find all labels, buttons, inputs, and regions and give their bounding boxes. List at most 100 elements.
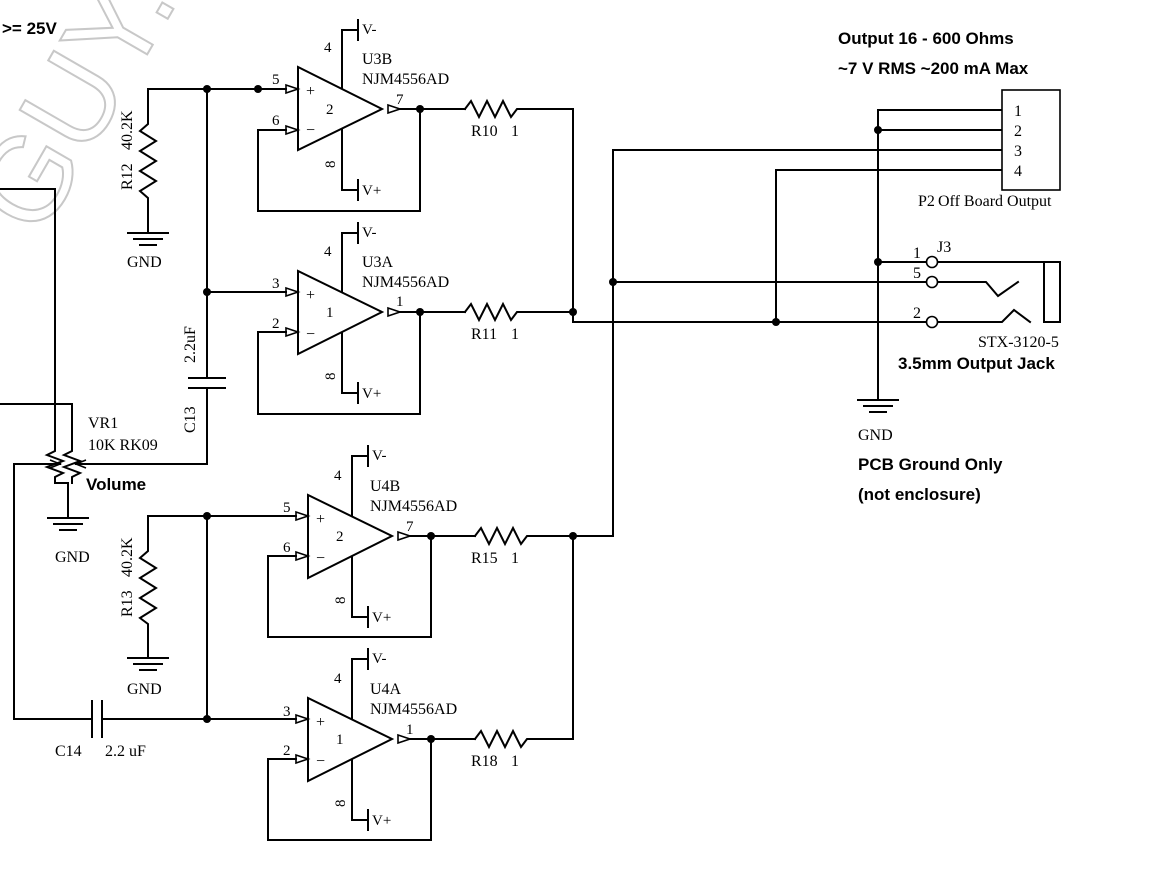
resistor-ref: R11 xyxy=(471,326,497,343)
connector-pin: 4 xyxy=(1014,163,1022,180)
capacitor-value: 2.2uF xyxy=(182,326,199,363)
opamp-u4b: + − 2 V- V+ 4 8 U4B NJM4556AD 5 6 7 xyxy=(283,445,457,628)
vminus-label: V- xyxy=(362,225,376,241)
jack-title: 3.5mm Output Jack xyxy=(898,354,1055,373)
gnd-r12: GND xyxy=(127,232,169,271)
vplus-label: V+ xyxy=(362,386,381,402)
gnd-label: GND xyxy=(127,681,162,698)
minus-sign: − xyxy=(306,122,315,139)
connector-p2: 1 2 3 4 P2 Off Board Output xyxy=(918,89,1061,210)
pin-plus: 5 xyxy=(272,72,280,88)
connector-pin: 1 xyxy=(1014,103,1022,120)
resistor-r11: R11 1 xyxy=(463,301,522,343)
pin-minus: 6 xyxy=(283,540,291,556)
jack-pin: 5 xyxy=(913,265,921,282)
capacitor-ref: C14 xyxy=(55,743,82,760)
opamp-u4a: + − 1 V- V+ 4 8 U4A NJM4556AD 3 2 1 xyxy=(283,648,457,831)
output-title-line1: Output 16 - 600 Ohms xyxy=(838,29,1014,48)
vplus-label: V+ xyxy=(362,183,381,199)
opamp-triangle xyxy=(307,696,395,783)
gnd-output: GND xyxy=(857,399,899,444)
opamp-triangle xyxy=(307,493,395,580)
resistor-ref: R12 xyxy=(119,163,136,190)
plus-sign: + xyxy=(306,287,315,304)
minus-sign: − xyxy=(306,326,315,343)
resistor-ref: R18 xyxy=(471,753,498,770)
unit-number: 1 xyxy=(326,305,334,321)
plus-sign: + xyxy=(316,714,325,731)
pin-arrow xyxy=(285,286,301,298)
resistor-r12: R12 40.2K xyxy=(119,110,158,206)
jack-ref: J3 xyxy=(937,239,951,256)
pin-arrow xyxy=(285,83,301,95)
resistor-value: 1 xyxy=(511,550,519,567)
connector-pin: 2 xyxy=(1014,123,1022,140)
pin-vm: 4 xyxy=(324,244,332,260)
plus-sign: + xyxy=(316,511,325,528)
pot-value: 10K RK09 xyxy=(88,437,158,454)
pin-arrow xyxy=(285,326,301,338)
pin-out: 7 xyxy=(406,519,414,535)
gnd-vr1: GND xyxy=(47,517,90,566)
vplus-label: V+ xyxy=(372,610,391,626)
potentiometer-vr1: VR1 10K RK09 Volume xyxy=(44,415,158,494)
gnd-label: GND xyxy=(55,549,90,566)
jack-j3: J3 1 5 2 STX-3120-5 xyxy=(913,239,1061,351)
pin-minus: 6 xyxy=(272,113,280,129)
resistor-ref: R13 xyxy=(119,590,136,617)
opamp-part: NJM4556AD xyxy=(362,274,449,291)
unit-number: 2 xyxy=(336,529,344,545)
feedback-wires xyxy=(257,108,432,841)
resistor-r10: R10 1 xyxy=(463,98,522,140)
vminus-label: V- xyxy=(362,22,376,38)
pin-arrow xyxy=(295,510,311,522)
pin-plus: 5 xyxy=(283,500,291,516)
jack-body xyxy=(1043,261,1061,323)
gnd-r13: GND xyxy=(127,657,169,698)
resistor-value: 1 xyxy=(511,753,519,770)
pin-vm: 4 xyxy=(334,671,342,687)
gnd-label: GND xyxy=(127,254,162,271)
pin-out: 1 xyxy=(396,294,404,310)
pot-ref: VR1 xyxy=(88,415,118,432)
minus-sign: − xyxy=(316,753,325,770)
vplus-label: V+ xyxy=(372,813,391,829)
voltage-note: >= 25V xyxy=(2,19,57,38)
opamp-ref: U4B xyxy=(370,478,400,495)
connector-ref: P2 xyxy=(918,193,935,210)
opamp-part: NJM4556AD xyxy=(370,701,457,718)
opamp-triangle xyxy=(297,65,385,152)
opamp-u3a: + − 1 V- V+ 4 8 U3A NJM4556AD 3 2 1 xyxy=(272,222,449,404)
junction-dots xyxy=(203,85,882,743)
pin-arrow xyxy=(387,103,403,115)
pin-vp: 8 xyxy=(323,161,339,169)
connector-name: Off Board Output xyxy=(938,193,1052,210)
opamp-ref: U3B xyxy=(362,51,392,68)
opamp-triangle xyxy=(297,269,385,356)
resistor-ref: R10 xyxy=(471,123,498,140)
resistor-r15: R15 1 xyxy=(471,525,532,567)
output-title-line2: ~7 V RMS ~200 mA Max xyxy=(838,59,1029,78)
pin-minus: 2 xyxy=(283,743,291,759)
pin-vm: 4 xyxy=(334,468,342,484)
capacitor-value: 2.2 uF xyxy=(105,743,146,760)
pin-arrow xyxy=(295,753,311,765)
output-wires xyxy=(399,108,1003,740)
pin-arrow xyxy=(397,733,413,745)
pin-arrow xyxy=(387,306,403,318)
pin-arrow xyxy=(285,124,301,136)
pin-arrow xyxy=(295,713,311,725)
resistor-value: 40.2K xyxy=(119,110,136,150)
pin-arrow xyxy=(295,550,311,562)
capacitor-c14: C14 2.2 uF xyxy=(55,700,146,760)
pin-arrow xyxy=(397,530,413,542)
pin-plus: 3 xyxy=(272,276,280,292)
resistor-value: 1 xyxy=(511,123,519,140)
ground-note-line2: (not enclosure) xyxy=(858,485,981,504)
jack-part: STX-3120-5 xyxy=(978,334,1059,351)
pin-vp: 8 xyxy=(333,800,349,808)
capacitor-c13: C13 2.2uF xyxy=(182,326,226,433)
resistor-ref: R15 xyxy=(471,550,498,567)
volume-label: Volume xyxy=(86,475,146,494)
